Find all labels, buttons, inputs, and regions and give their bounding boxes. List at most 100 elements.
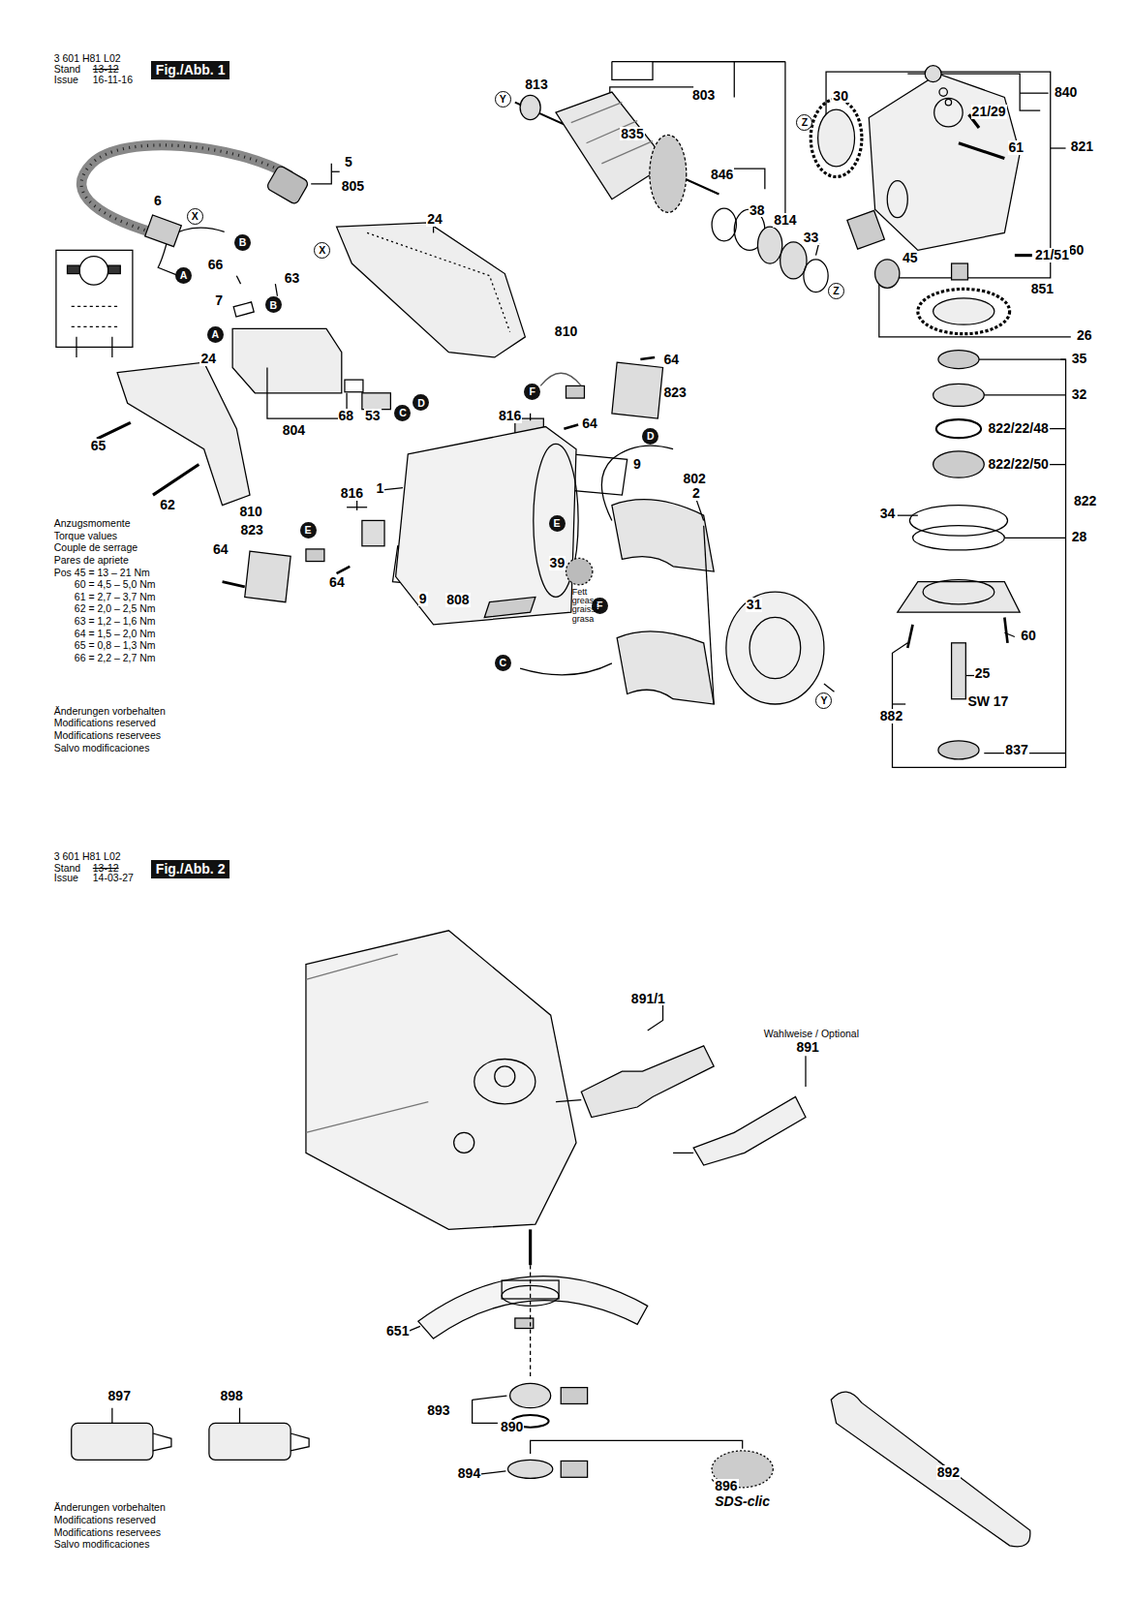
note-text: Änderungen vorbehalten bbox=[53, 1501, 167, 1513]
note-text: 13-12 bbox=[91, 63, 121, 75]
callout-number: 24 bbox=[199, 351, 217, 367]
node-text: E bbox=[553, 518, 561, 529]
callout-number: 851 bbox=[1030, 281, 1055, 297]
callout-number: 808 bbox=[445, 592, 470, 608]
callout-number: 2 bbox=[691, 486, 702, 501]
node-text: E bbox=[305, 524, 312, 536]
callout-number: 804 bbox=[281, 423, 306, 438]
note-text: Modifications reserved bbox=[53, 717, 157, 729]
note-text: Salvo modificaciones bbox=[53, 742, 152, 754]
callout-number: 5 bbox=[343, 154, 354, 170]
figure-tag: Fig./Abb. 1 bbox=[151, 61, 231, 80]
callout-number: 898 bbox=[218, 1388, 244, 1404]
callout-number: 9 bbox=[418, 591, 429, 607]
node-text: B bbox=[269, 300, 277, 311]
connector-callout: F bbox=[523, 383, 541, 400]
callout-number: 816 bbox=[497, 408, 522, 424]
callout-number: 31 bbox=[745, 597, 764, 612]
callout-number: 890 bbox=[499, 1419, 524, 1435]
note-text: Fett grease graisse grasa bbox=[571, 587, 614, 625]
callout-number: 61 bbox=[1008, 140, 1026, 155]
callout-number: 64 bbox=[581, 416, 599, 431]
callout-number: 810 bbox=[238, 504, 263, 520]
node-text: X bbox=[318, 244, 326, 256]
callout-number: 68 bbox=[337, 408, 356, 424]
callout-number: 7 bbox=[214, 293, 224, 308]
note-text: Couple de serrage bbox=[53, 542, 139, 553]
callout-number: 894 bbox=[457, 1466, 482, 1481]
callout-number: 35 bbox=[1070, 351, 1089, 367]
note-text: Stand bbox=[53, 862, 82, 874]
connector-callout: D bbox=[642, 428, 659, 445]
connector-callout: X bbox=[313, 242, 331, 259]
callout-number: 60 bbox=[1068, 243, 1086, 258]
node-text: Fig./Abb. 2 bbox=[155, 860, 226, 877]
callout-number: 66 bbox=[207, 257, 225, 273]
connector-callout: D bbox=[412, 394, 429, 411]
callout-number: 892 bbox=[936, 1465, 961, 1480]
note-text: Salvo modificaciones bbox=[53, 1538, 152, 1550]
callout-number: 803 bbox=[691, 88, 716, 103]
node-text: C bbox=[498, 657, 507, 669]
connector-callout: A bbox=[207, 326, 224, 343]
note-text: Wahlweise / Optional bbox=[763, 1028, 860, 1040]
node-text: C bbox=[398, 407, 407, 419]
connector-callout: Y bbox=[494, 91, 512, 108]
note-text: Pos bbox=[53, 567, 73, 579]
note-text: 66 = 2,2 – 2,7 Nm bbox=[73, 652, 157, 664]
note-text: Pares de apriete bbox=[53, 554, 130, 566]
callout-number: 24 bbox=[426, 212, 444, 227]
callout-number: 823 bbox=[663, 385, 688, 400]
note-text: Issue bbox=[53, 74, 80, 86]
note-text: Modifications reserved bbox=[53, 1514, 157, 1526]
connector-callout: B bbox=[265, 296, 282, 313]
callout-number: 821 bbox=[1070, 139, 1095, 154]
note-text: 64 = 1,5 – 2,0 Nm bbox=[73, 628, 157, 640]
callout-number: 60 bbox=[1019, 628, 1038, 643]
node-text: Z bbox=[801, 117, 808, 128]
note-text: 60 = 4,5 – 5,0 Nm bbox=[73, 579, 157, 590]
callout-number: 891 bbox=[795, 1040, 820, 1055]
callout-number: 835 bbox=[619, 126, 644, 142]
note-text: Anzugsmomente bbox=[53, 518, 132, 529]
callout-number: 893 bbox=[426, 1403, 451, 1418]
node-text: A bbox=[211, 329, 219, 340]
callout-number: 837 bbox=[1004, 742, 1029, 758]
note-text: 65 = 0,8 – 1,3 Nm bbox=[73, 640, 157, 651]
node-text: D bbox=[417, 397, 426, 409]
callout-number: 810 bbox=[553, 324, 579, 339]
callout-number: 651 bbox=[385, 1323, 410, 1339]
callout-number: 816 bbox=[339, 486, 365, 501]
node-text: D bbox=[646, 430, 655, 442]
callout-number: 891/1 bbox=[630, 991, 667, 1007]
callout-number: 34 bbox=[879, 506, 897, 521]
callout-number: 38 bbox=[748, 203, 766, 218]
node-text: Fig./Abb. 1 bbox=[155, 61, 226, 78]
callout-number: 63 bbox=[283, 271, 302, 286]
callout-number: 882 bbox=[879, 708, 904, 724]
callout-number: 25 bbox=[974, 666, 992, 681]
connector-callout: B bbox=[234, 234, 251, 251]
callout-number: 823 bbox=[239, 522, 264, 538]
callout-number: 846 bbox=[709, 167, 735, 183]
callout-number: 6 bbox=[152, 193, 163, 209]
callout-number: 813 bbox=[523, 77, 549, 92]
callout-number: 1 bbox=[375, 481, 386, 496]
node-text: X bbox=[191, 211, 199, 222]
callout-number: 39 bbox=[549, 555, 567, 571]
callout-number: 840 bbox=[1053, 85, 1078, 100]
note-text: Änderungen vorbehalten bbox=[53, 705, 167, 717]
callout-number: 21/29 bbox=[971, 104, 1008, 120]
node-text: A bbox=[180, 270, 188, 281]
figure-tag: Fig./Abb. 2 bbox=[151, 859, 231, 879]
note-text: Modifications reservees bbox=[53, 730, 162, 741]
connector-callout: E bbox=[549, 515, 566, 532]
callout-number: 28 bbox=[1070, 529, 1089, 545]
node-text: F bbox=[529, 386, 536, 398]
note-text: 16-11-16 bbox=[91, 74, 134, 86]
connector-callout: C bbox=[494, 654, 512, 672]
note-text: 3 601 H81 L02 bbox=[53, 53, 123, 64]
note-text: 3 601 H81 L02 bbox=[53, 851, 123, 862]
callout-number: 32 bbox=[1070, 387, 1089, 402]
